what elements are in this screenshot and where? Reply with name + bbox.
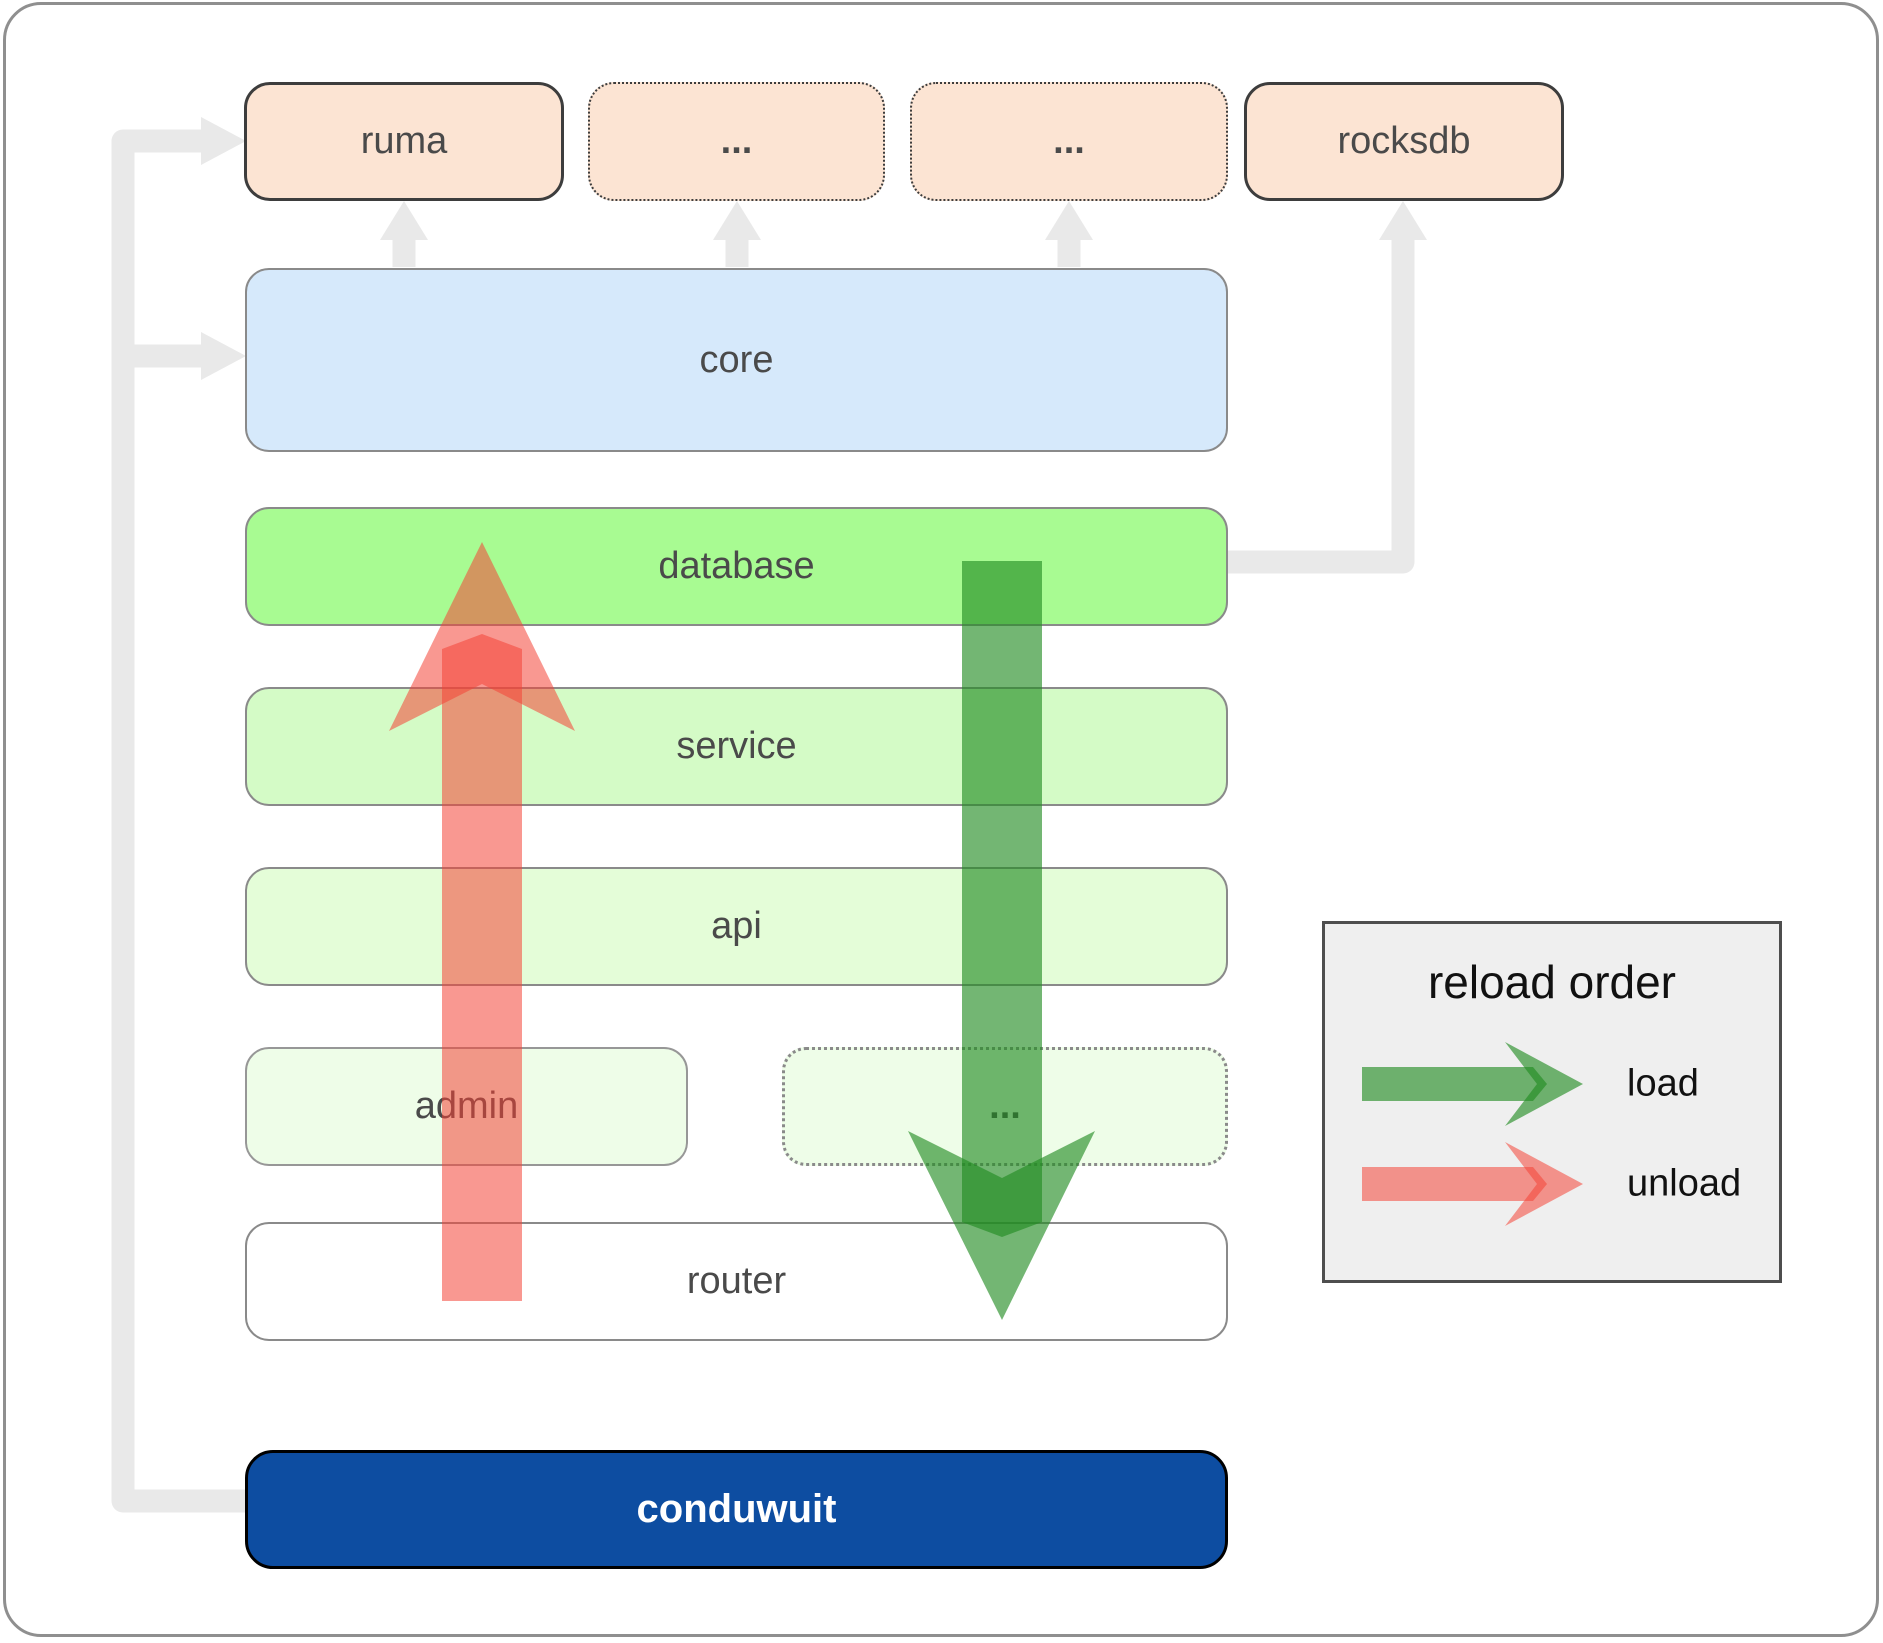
- core-up-arrowhead-1-icon: [380, 201, 428, 240]
- node-dependency-ellipsis-1: ...: [588, 82, 885, 201]
- node-core-label: core: [699, 338, 774, 381]
- ruma-arrowhead-icon: [201, 117, 246, 165]
- node-api: api: [245, 867, 1228, 986]
- node-router: router: [245, 1222, 1228, 1341]
- unload-arrow-shaft: [442, 634, 522, 1301]
- node-conduwuit-label: conduwuit: [636, 1487, 837, 1531]
- node-api-label: api: [711, 905, 762, 947]
- core-up-arrowhead-3-icon: [1045, 201, 1093, 240]
- legend-load-label: load: [1627, 1062, 1699, 1105]
- legend-title: reload order: [1427, 956, 1677, 1008]
- node-rocksdb-label: rocksdb: [1337, 120, 1471, 162]
- node-ruma: ruma: [244, 82, 564, 201]
- legend-unload-arrow-head-icon: [1505, 1142, 1583, 1226]
- node-dependency-ellipsis-2-label: ...: [1053, 120, 1085, 162]
- core-arrowhead-icon: [201, 332, 246, 380]
- conduwuit-to-ruma-connector: [111, 129, 246, 1513]
- node-conduwuit: conduwuit: [245, 1450, 1228, 1569]
- legend-load-arrow-shaft: [1362, 1067, 1547, 1101]
- legend-unload-arrow-shaft: [1362, 1167, 1547, 1201]
- rocksdb-arrowhead-icon: [1379, 201, 1427, 240]
- node-core: core: [245, 268, 1228, 452]
- node-rocksdb: rocksdb: [1244, 82, 1564, 201]
- load-arrow-head-icon: [908, 1131, 1095, 1320]
- node-dependency-ellipsis-2: ...: [910, 82, 1228, 201]
- unload-arrow-head-icon: [389, 542, 575, 731]
- core-up-arrowhead-2-icon: [713, 201, 761, 240]
- node-database: database: [245, 507, 1228, 626]
- load-arrow-shaft: [962, 561, 1042, 1237]
- node-database-label: database: [658, 545, 815, 587]
- node-service-label: service: [676, 725, 797, 767]
- legend-load-arrow-head-icon: [1505, 1042, 1583, 1126]
- node-ruma-label: ruma: [360, 120, 448, 162]
- legend-unload-label: unload: [1627, 1162, 1742, 1205]
- node-router-label: router: [686, 1260, 787, 1302]
- legend-reload-order: [1322, 921, 1782, 1283]
- database-to-rocksdb-connector: [1228, 240, 1415, 574]
- node-dependency-ellipsis-1-label: ...: [720, 120, 753, 162]
